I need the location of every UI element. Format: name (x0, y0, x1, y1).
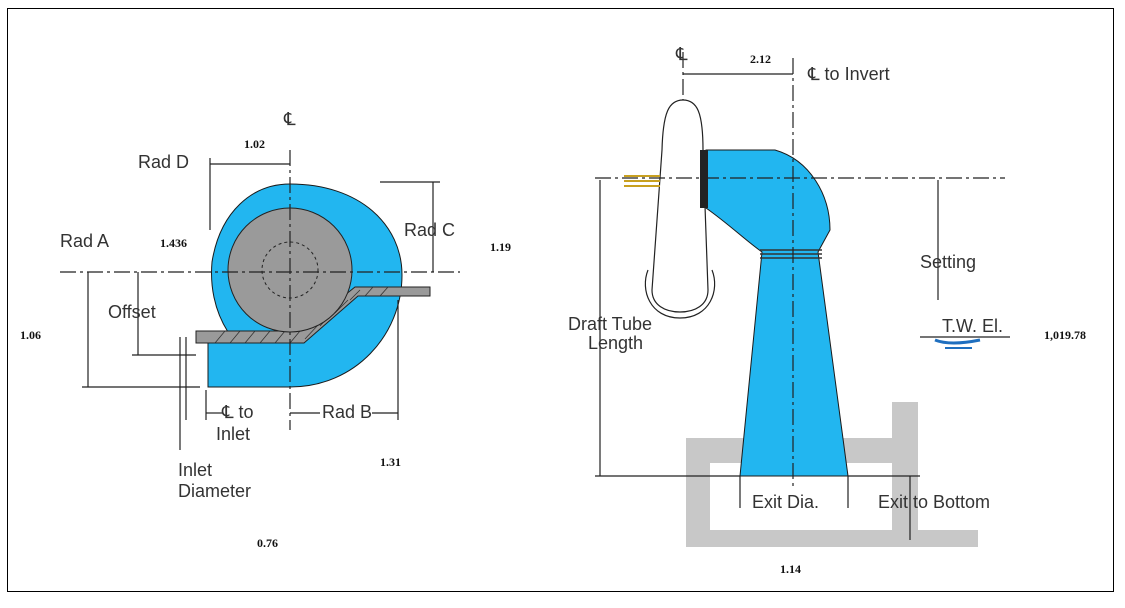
draft-tube-view: ℄ ℄ to Invert Setting T.W. El. Draft Tub… (568, 44, 1086, 576)
rad-c-value: 1.19 (490, 240, 511, 254)
rad-a-label: Rad A (60, 231, 109, 251)
exit-to-bottom-label: Exit to Bottom (878, 492, 990, 512)
rad-b-value: 1.31 (380, 455, 401, 469)
rad-d-label: Rad D (138, 152, 189, 172)
draft-tube-label-2: Length (588, 333, 643, 353)
draft-tube-label-1: Draft Tube (568, 314, 652, 334)
rad-c-label: Rad C (404, 220, 455, 240)
exit-dia-value: 1.14 (780, 562, 801, 576)
cl-to-invert-value: 2.12 (750, 52, 771, 66)
rad-b-label: Rad B (322, 402, 372, 422)
offset-label: Offset (108, 302, 156, 322)
tailrace-inner (710, 463, 892, 530)
spiral-case-view: ℄ Rad D Rad A Rad C Offset ℄ to Inlet Ra… (20, 109, 511, 550)
rad-a-value: 1.436 (160, 236, 187, 250)
exit-dia-label: Exit Dia. (752, 492, 819, 512)
inlet-diameter-label-1: Inlet (178, 460, 212, 480)
tw-el-label: T.W. El. (942, 316, 1003, 336)
offset-value: 1.06 (20, 328, 41, 342)
diagram-frame (7, 8, 1114, 592)
cl-to-invert-label: ℄ to Invert (807, 64, 890, 84)
inlet-diameter-label-2: Diameter (178, 481, 251, 501)
water-surface-icon (934, 338, 981, 349)
cl-to-inlet-label-2: Inlet (216, 424, 250, 444)
draft-tube (705, 149, 849, 477)
generator-pod (651, 99, 709, 313)
left-centerline-symbol: ℄ (283, 109, 296, 129)
inlet-diameter-value: 0.76 (257, 536, 278, 550)
cl-to-inlet-label-1: ℄ to (221, 402, 254, 422)
tube-flange (700, 150, 708, 208)
tw-el-value: 1,019.78 (1044, 328, 1086, 342)
rad-d-value: 1.02 (244, 137, 265, 151)
generator-base-arc (644, 269, 716, 319)
right-centerline-symbol: ℄ (675, 44, 688, 64)
setting-label: Setting (920, 252, 976, 272)
